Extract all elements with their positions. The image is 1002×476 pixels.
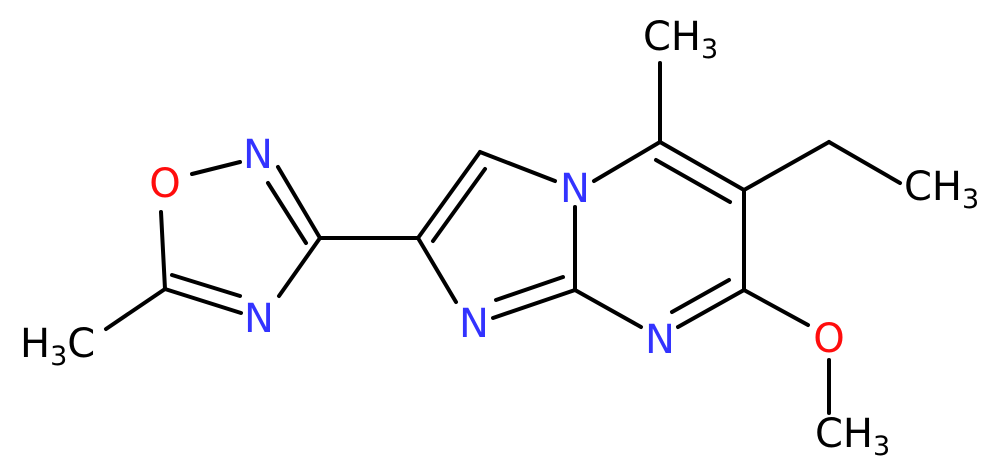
bond-c5-methyl [104,287,167,331]
bond-n-bridge-c5 [592,140,662,183]
bond-c2-c3im [416,150,482,240]
bond-n-top-c3-double [266,181,308,245]
bond-c8a-n-im-double [494,275,565,302]
atom-ch3-ethyl: CH3 [904,164,979,215]
ch3-methoxy-main: CH [815,411,873,457]
atom-h3c-left: H3C [20,321,95,372]
bonds [104,61,902,415]
h3c-left-h: H [20,321,50,367]
atom-ch3-top: CH3 [643,14,718,65]
atom-ch3-methoxy: CH3 [815,411,890,462]
atom-n-oxadiazole-top: N [243,132,273,178]
bond-c7-n-pyr [676,288,746,329]
bond-c5-c6 [658,140,746,192]
bond-n-top-c3 [276,165,322,240]
ch3-methoxy-sub: 3 [873,431,890,462]
bond-c6-ethyl-ch2 [742,140,831,192]
h3c-left-sub: 3 [50,341,67,372]
bond-c7-o-methoxy [742,288,810,327]
bond-c8a-n-im [491,288,577,320]
atom-n-bridgehead: N [560,166,590,212]
h3c-left-c: C [67,321,95,367]
bond-n-im-c2 [416,236,458,304]
bond-c7-n-pyr-double [670,278,731,314]
atom-o-methoxy: O [813,316,844,362]
bond-c5-o [159,210,167,291]
bond-n-bottom-c5-double [170,273,242,298]
bond-c5-c6-double [654,158,732,204]
atom-n-oxadiazole-bottom: N [244,296,274,342]
atom-n-imidazole: N [459,301,489,347]
bond-n-bottom-c5 [163,287,243,315]
bond-o-n-top [190,160,242,176]
ch3-top-main: CH [643,14,701,60]
bond-ethyl-ch2-ch3 [827,140,902,185]
atom-n-pyrimidine: N [645,317,675,363]
ch3-ethyl-main: CH [904,164,962,210]
atom-o-oxadiazole: O [149,161,180,207]
atom-labels: N O N N N N O CH3 CH3 CH3 H3C [20,14,979,462]
bond-c3-n-bottom [277,236,322,298]
bond-n-pyr-c8a [573,288,643,329]
bond-c2-c3im-double [431,167,487,243]
ch3-top-sub: 3 [701,34,718,65]
bond-c3im-n-bridge [478,150,557,183]
ch3-ethyl-sub: 3 [962,184,979,215]
